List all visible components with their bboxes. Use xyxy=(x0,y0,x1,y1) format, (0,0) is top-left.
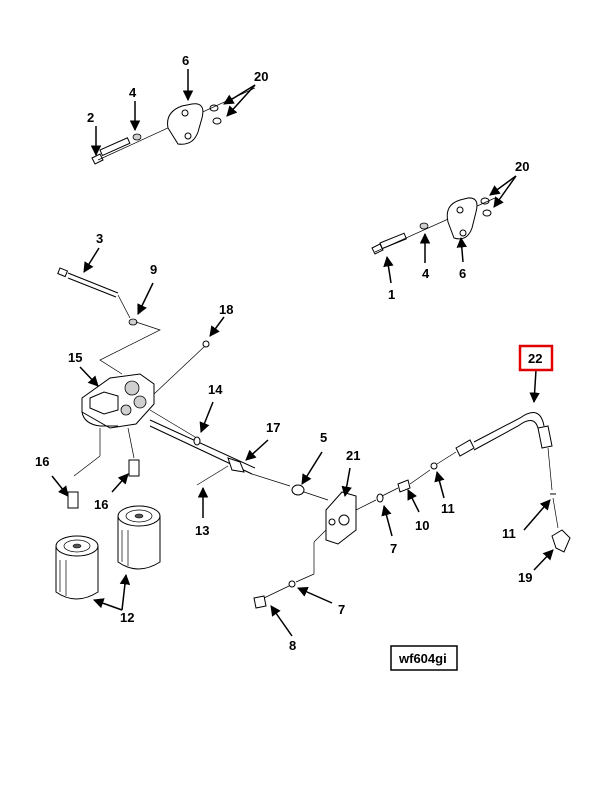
callout-17: 17 xyxy=(266,420,280,435)
center-tubing xyxy=(149,419,329,501)
upper-left-bracket-assembly xyxy=(91,87,256,165)
bolt-and-washer xyxy=(57,267,161,375)
callout-6: 6 xyxy=(182,53,189,68)
callout-2: 2 xyxy=(87,110,94,125)
filter-head xyxy=(73,340,210,477)
callout-3: 3 xyxy=(96,231,103,246)
callout-20: 20 xyxy=(515,159,529,174)
callout-22-highlight-box xyxy=(518,344,554,372)
callout-13: 13 xyxy=(195,523,209,538)
callout-5: 5 xyxy=(320,430,327,445)
upper-right-bracket-assembly xyxy=(371,197,496,255)
callout-12: 12 xyxy=(120,610,134,625)
callout-4: 4 xyxy=(129,85,137,100)
callout-19: 19 xyxy=(518,570,532,585)
callout-7: 7 xyxy=(390,541,397,556)
callout-9: 9 xyxy=(150,262,157,277)
fitting-nipples xyxy=(67,459,140,509)
figure-id-box: wf604gi xyxy=(390,645,458,671)
callout-1: 1 xyxy=(388,287,395,302)
callout-labels: 2 4 6 20 20 1 4 6 3 9 18 15 14 17 5 21 1… xyxy=(35,53,554,653)
callout-10: 10 xyxy=(415,518,429,533)
callout-7: 7 xyxy=(338,602,345,617)
callout-16: 16 xyxy=(35,454,49,469)
figure-id: wf604gi xyxy=(398,651,447,666)
callout-15: 15 xyxy=(68,350,82,365)
callout-4: 4 xyxy=(422,266,430,281)
callout-22: 22 xyxy=(528,351,542,366)
callout-21: 21 xyxy=(346,448,360,463)
callout-18: 18 xyxy=(219,302,233,317)
callout-6: 6 xyxy=(459,266,466,281)
callout-20: 20 xyxy=(254,69,268,84)
leader-arrows xyxy=(51,69,554,637)
callout-14: 14 xyxy=(208,382,223,397)
adapter-block xyxy=(253,491,384,609)
fuel-filters xyxy=(55,505,161,600)
callout-16: 16 xyxy=(94,497,108,512)
fuel-hose-assembly xyxy=(381,412,571,553)
callout-11: 11 xyxy=(441,501,455,516)
callout-8: 8 xyxy=(289,638,296,653)
callout-11: 11 xyxy=(502,526,516,541)
